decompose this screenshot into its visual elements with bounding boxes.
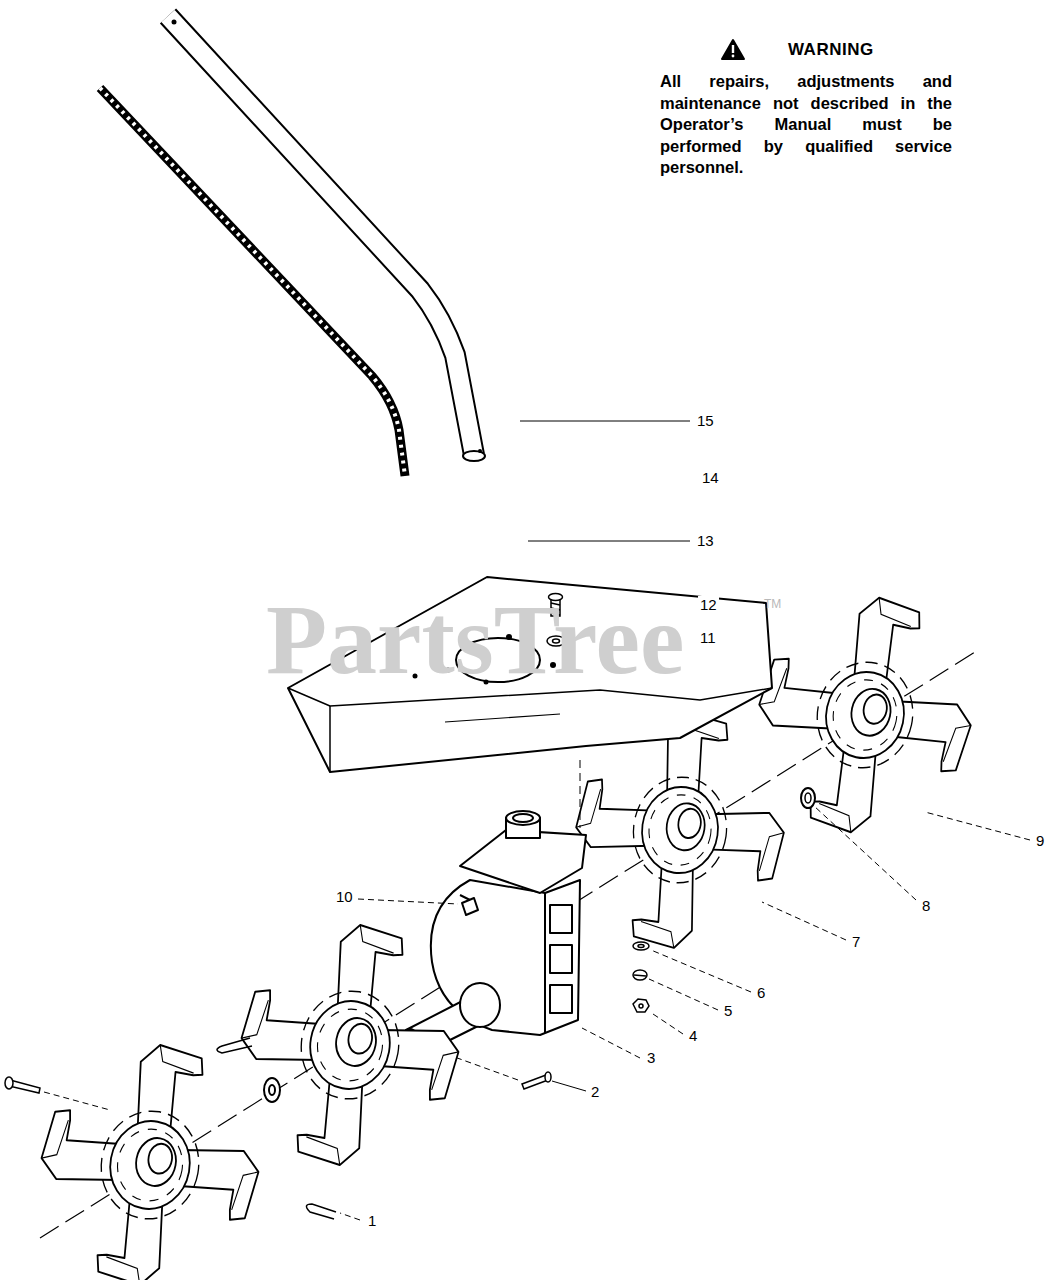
hardware <box>633 999 649 1012</box>
hardware <box>638 945 644 948</box>
leader-line <box>649 979 718 1010</box>
warning-icon <box>732 45 734 53</box>
handle-tube <box>478 449 482 453</box>
parts-illustration <box>737 578 992 852</box>
leader-line <box>925 812 1030 840</box>
callout-number: 3 <box>645 1049 657 1067</box>
gearbox <box>550 945 572 973</box>
leader-line <box>651 950 751 992</box>
gearbox <box>462 898 478 915</box>
handle-tube <box>168 16 474 455</box>
tine-shield <box>445 714 560 722</box>
hardware <box>633 942 649 950</box>
gearbox <box>460 830 586 893</box>
gearbox <box>506 811 540 825</box>
drive-cable <box>100 88 405 476</box>
callout-number: 10 <box>334 888 355 906</box>
warning-icon <box>722 40 744 59</box>
warning-text: All repairs, adjustments and maintenance… <box>660 71 952 179</box>
handle-tube <box>168 16 485 461</box>
washer <box>264 1078 280 1102</box>
hardware <box>639 1004 643 1008</box>
pin <box>522 1072 551 1089</box>
callout-number: 12 <box>698 596 719 614</box>
callout-number: 4 <box>687 1027 699 1045</box>
bolt <box>5 1077 13 1089</box>
hardware <box>633 942 649 1012</box>
warning-heading: WARNING <box>788 40 874 60</box>
parts-illustration <box>223 908 477 1182</box>
hardware <box>634 975 646 976</box>
warning-icon <box>732 55 735 58</box>
handle-tube <box>172 20 177 25</box>
watermark: PartsTree <box>266 585 684 695</box>
leader-line <box>340 806 1030 1220</box>
callout-number: 9 <box>1034 832 1046 850</box>
washer <box>269 1085 275 1095</box>
leader-line <box>580 760 581 828</box>
leader-line <box>762 902 846 940</box>
leader-line <box>552 1081 586 1091</box>
leader-line <box>528 541 690 542</box>
handle-tube <box>463 451 485 461</box>
callout-number: 13 <box>695 532 716 550</box>
leader-line <box>340 1213 360 1220</box>
callout-number: 6 <box>755 984 767 1002</box>
callout-number: 14 <box>700 469 721 487</box>
leader-line <box>650 1012 683 1034</box>
leader-line <box>358 899 458 904</box>
parts-illustration <box>23 1028 277 1280</box>
callout-number: 15 <box>695 412 716 430</box>
callout-number: 2 <box>589 1083 601 1101</box>
washer <box>801 788 815 808</box>
leader-line <box>814 806 916 900</box>
gearbox <box>460 983 500 1027</box>
drive-cable <box>100 88 405 476</box>
callout-number: 5 <box>722 1002 734 1020</box>
handle-tube <box>168 16 474 455</box>
callout-number: 8 <box>920 897 932 915</box>
leader-line <box>520 421 690 422</box>
washer <box>805 793 811 803</box>
washer <box>801 788 815 808</box>
bolt <box>5 1077 40 1093</box>
pin <box>522 1075 548 1089</box>
drive-cable <box>100 88 405 476</box>
leader-line <box>582 1028 640 1058</box>
hair-pin <box>306 1204 336 1219</box>
hair-pin <box>217 1038 252 1053</box>
pin <box>545 1072 551 1082</box>
callout-number: 11 <box>698 629 718 647</box>
callout-number: 7 <box>850 933 862 951</box>
trademark: TM <box>764 597 781 611</box>
gearbox <box>513 814 533 822</box>
gearbox <box>550 985 572 1013</box>
gearbox <box>401 811 586 1057</box>
tine-shield <box>329 706 331 772</box>
leader-line <box>44 1092 110 1110</box>
gearbox <box>550 905 572 933</box>
washer <box>264 1078 280 1102</box>
callout-number: 1 <box>366 1212 378 1230</box>
gearbox <box>544 893 546 1033</box>
hardware <box>633 970 647 980</box>
gearbox <box>460 895 470 900</box>
warning-icon <box>722 40 744 59</box>
